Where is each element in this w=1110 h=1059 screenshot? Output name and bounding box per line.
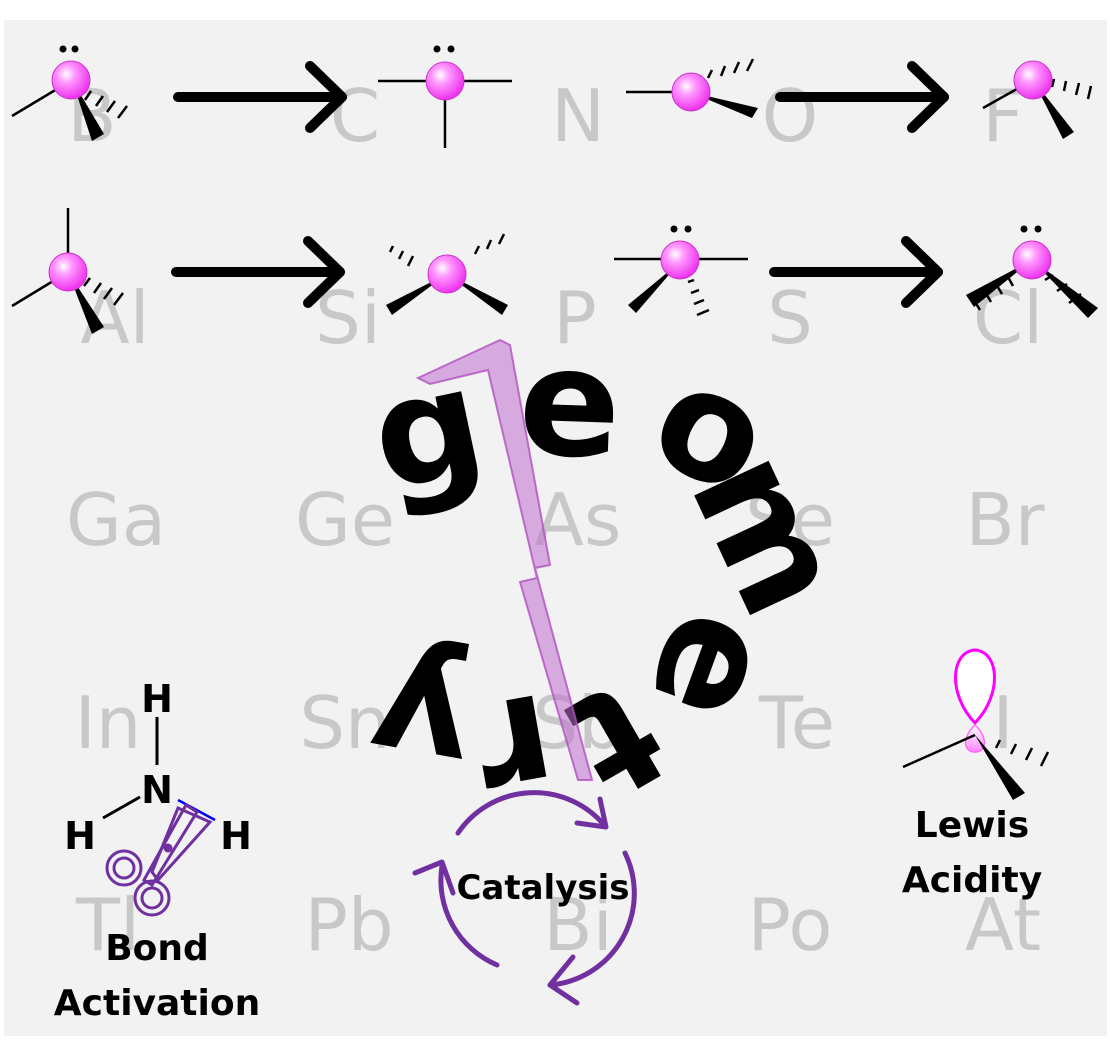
element-symbol: Bi <box>543 883 612 967</box>
periodic-table-row-1: B C N O F <box>67 74 1023 158</box>
atom-sphere <box>51 60 91 100</box>
ammonia-molecule: H N H H <box>64 677 252 858</box>
lewis-acidity-label: Lewis Acidity <box>902 805 1042 901</box>
lewis-acidity-line-2: Acidity <box>902 860 1042 901</box>
geometry-trigonal-planar-1 <box>626 58 758 118</box>
atom-sphere <box>48 252 88 292</box>
element-symbol: Po <box>748 883 833 967</box>
atom-H-right: H <box>220 814 252 858</box>
scissors-icon <box>105 802 213 917</box>
element-symbol: P <box>553 276 596 360</box>
cycle-arrows-icon <box>412 790 637 1006</box>
atom-N: N <box>141 768 173 812</box>
reaction-arrow-row2-left <box>171 236 345 308</box>
reaction-arrow-row1-right <box>775 61 949 133</box>
atom-sphere <box>427 254 467 294</box>
element-symbol: Tl <box>75 883 140 967</box>
geometry-tetrahedral <box>11 208 124 334</box>
element-symbol: O <box>762 74 819 158</box>
element-symbol: At <box>965 883 1041 967</box>
bond-activation-label: Bond Activation <box>54 928 260 1024</box>
geometry-t-shaped <box>378 45 512 148</box>
reaction-arrow-row1-left <box>173 61 347 133</box>
bond-activation-line-2: Activation <box>54 983 260 1024</box>
element-symbol: Pb <box>304 883 393 967</box>
title-letter: e <box>516 315 624 492</box>
element-symbol: Br <box>966 478 1045 562</box>
atom-sphere <box>1012 240 1052 280</box>
geometry-octahedral-like <box>614 225 748 317</box>
element-symbol: Ga <box>66 478 166 562</box>
lightning-bolt-icon <box>415 338 594 781</box>
atom-sphere <box>1013 60 1053 100</box>
geometry-trigonal-pyramidal-1 <box>11 45 128 141</box>
element-symbol: Te <box>758 681 835 765</box>
element-symbol: Se <box>745 478 835 562</box>
element-symbol: Sn <box>299 681 390 765</box>
periodic-table-row-5: Tl Pb Bi Po At <box>75 883 1041 967</box>
atom-sphere <box>660 240 700 280</box>
periodic-table-row-4: In Sn Sb Te I <box>75 681 1014 765</box>
reaction-arrow-row2-right <box>769 236 943 308</box>
atom-H-left: H <box>64 814 96 858</box>
element-symbol: As <box>535 478 622 562</box>
p-orbital-icon <box>954 648 996 753</box>
atom-H-top: H <box>141 677 173 721</box>
element-symbol: N <box>551 74 605 158</box>
geometry-seesaw-2 <box>966 225 1098 318</box>
atom-sphere <box>671 72 711 112</box>
background-panel <box>4 20 1107 1036</box>
geometry-trigonal-pyramidal-2 <box>982 60 1093 139</box>
lewis-acid-geometry <box>902 733 1050 800</box>
bond-activation-line-1: Bond <box>105 928 209 969</box>
periodic-table-row-3: Ga Ge As Se Br <box>66 478 1045 562</box>
atom-sphere <box>425 61 465 101</box>
element-symbol: In <box>75 681 142 765</box>
element-symbol: S <box>767 276 813 360</box>
element-symbol: Ge <box>295 478 395 562</box>
geometry-seesaw-1 <box>386 233 508 315</box>
lewis-acidity-line-1: Lewis <box>915 805 1029 846</box>
catalysis-label: Catalysis <box>456 868 629 908</box>
